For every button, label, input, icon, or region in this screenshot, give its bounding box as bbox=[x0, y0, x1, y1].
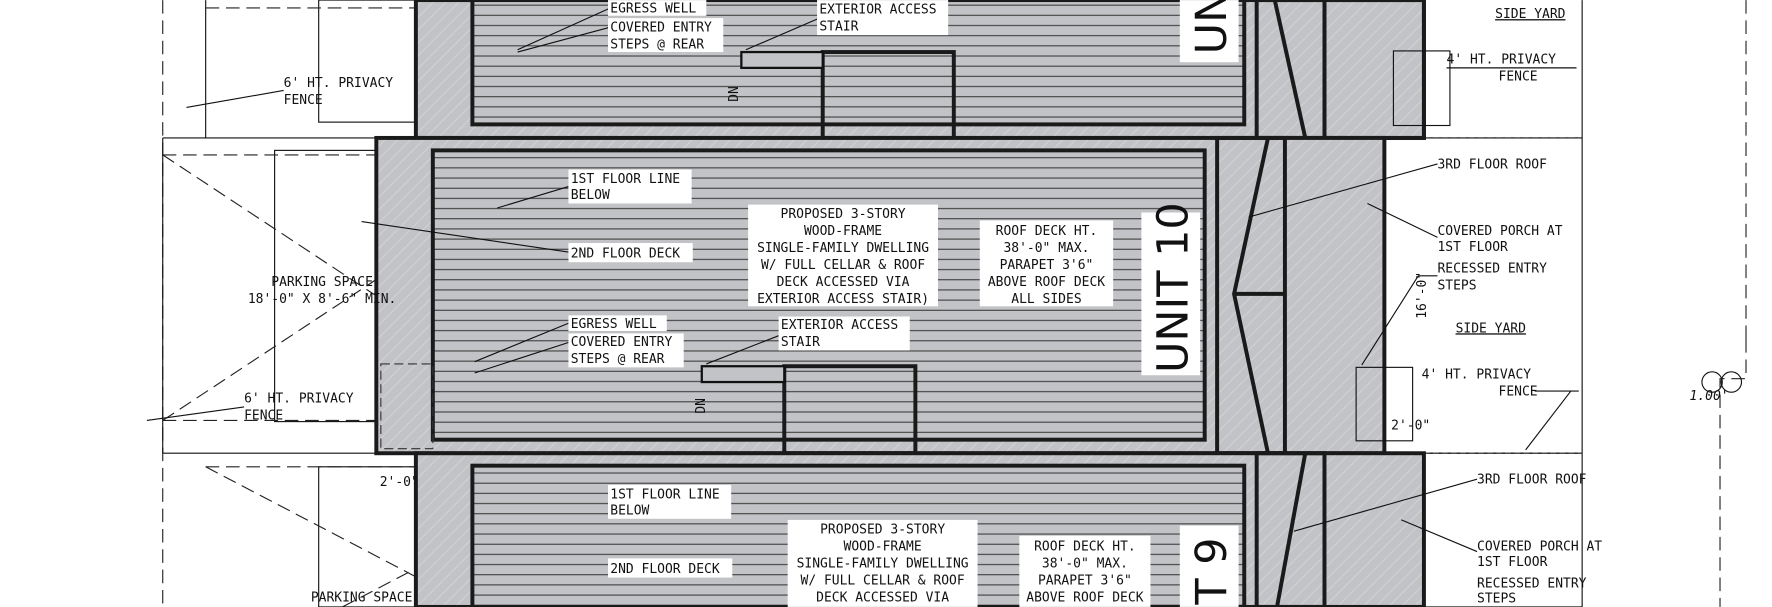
proposed-line-1: PROPOSED 3-STORY bbox=[781, 207, 906, 222]
proposed-line-3: SINGLE-FAMILY DWELLING bbox=[757, 241, 929, 256]
covered-entry-label-2: STEPS @ REAR bbox=[571, 352, 665, 367]
dim-16ft: 16'-0" bbox=[1415, 272, 1430, 319]
proposed-bottom-5: DECK ACCESSED VIA bbox=[816, 590, 949, 605]
recessed-entry-2: STEPS bbox=[1437, 278, 1476, 293]
recessed-entry: RECESSED ENTRY bbox=[1437, 261, 1547, 276]
roofdeck-bottom-2: 38'-0" MAX. bbox=[1042, 556, 1128, 571]
unit-10-notes: 1ST FLOOR LINE BELOW 2ND FLOOR DECK PROP… bbox=[568, 169, 1114, 414]
exterior-stair-label: EXTERIOR ACCESS bbox=[781, 318, 898, 333]
dim-2ft-left: 2'-0" bbox=[380, 475, 419, 490]
first-floor-line-label: 1ST FLOOR LINE bbox=[571, 172, 680, 187]
covered-entry-top: COVERED ENTRY bbox=[610, 21, 712, 36]
first-floor-below-label: BELOW bbox=[571, 188, 610, 203]
roofdeck-bottom-1: ROOF DECK HT. bbox=[1034, 539, 1136, 554]
unit-10: UNIT 10 bbox=[374, 135, 1387, 456]
leader-lines bbox=[146, 7, 1579, 553]
fence-6ft-middle-2: FENCE bbox=[244, 408, 283, 423]
third-floor-roof-bottom: 3RD FLOOR ROOF bbox=[1477, 473, 1587, 488]
fence-lines bbox=[162, 0, 1583, 607]
centerline-symbol-2 bbox=[1720, 371, 1743, 393]
right-side-notes: SIDE YARD 4' HT. PRIVACY FENCE 3RD FLOOR… bbox=[1355, 7, 1602, 606]
unit-top-notes: EGRESS WELL COVERED ENTRY STEPS @ REAR E… bbox=[607, 0, 949, 102]
exterior-stair-top: EXTERIOR ACCESS bbox=[819, 3, 936, 18]
proposed-line-4: W/ FULL CELLAR & ROOF bbox=[761, 258, 925, 273]
second-floor-deck-bottom: 2ND FLOOR DECK bbox=[610, 562, 720, 577]
roofdeck-line-3: PARAPET 3'6" bbox=[1000, 258, 1094, 273]
unit-9-notes: 1ST FLOOR LINE BELOW 2ND FLOOR DECK PROP… bbox=[607, 484, 1151, 607]
parking-size-label: 18'-0" X 8'-6" MIN. bbox=[248, 292, 397, 307]
roofdeck-line-2: 38'-0" MAX. bbox=[1003, 241, 1089, 256]
roofdeck-bottom-4: ABOVE ROOF DECK bbox=[1026, 590, 1143, 605]
unit-9-label: T 9 bbox=[1187, 537, 1237, 605]
fence-6ft-middle: 6' HT. PRIVACY bbox=[244, 391, 354, 406]
roofdeck-line-4: ABOVE ROOF DECK bbox=[988, 275, 1105, 290]
fence-4ft-top-2: FENCE bbox=[1499, 69, 1538, 84]
proposed-bottom-1: PROPOSED 3-STORY bbox=[820, 522, 945, 537]
dim-2ft-right: 2'-0" bbox=[1391, 419, 1430, 434]
covered-entry-top-2: STEPS @ REAR bbox=[610, 38, 704, 53]
proposed-line-5: DECK ACCESSED VIA bbox=[777, 275, 910, 290]
egress-well-top: EGRESS WELL bbox=[610, 1, 696, 16]
fence-4ft-middle-2: FENCE bbox=[1499, 385, 1538, 400]
exterior-stair-label-2: STAIR bbox=[781, 335, 820, 350]
roofdeck-line-5: ALL SIDES bbox=[1011, 292, 1081, 307]
covered-porch: COVERED PORCH AT bbox=[1437, 224, 1562, 239]
side-yard-middle: SIDE YARD bbox=[1456, 321, 1527, 336]
first-floor-line-bottom: 1ST FLOOR LINE bbox=[610, 487, 719, 502]
third-floor-roof: 3RD FLOOR ROOF bbox=[1437, 157, 1547, 172]
dn-label-top: DN bbox=[727, 86, 742, 102]
exterior-stair-top-2: STAIR bbox=[819, 20, 858, 35]
unit-top-label: UN bbox=[1187, 0, 1237, 54]
covered-entry-label: COVERED ENTRY bbox=[571, 335, 673, 350]
centerline-right bbox=[1719, 0, 1747, 607]
covered-porch-bottom: COVERED PORCH AT bbox=[1477, 539, 1602, 554]
fence-6ft-top: 6' HT. PRIVACY bbox=[284, 76, 394, 91]
fence-6ft-top-2: FENCE bbox=[284, 93, 323, 108]
proposed-bottom-4: W/ FULL CELLAR & ROOF bbox=[801, 573, 965, 588]
first-floor-below-bottom: BELOW bbox=[610, 503, 649, 518]
roofdeck-line-1: ROOF DECK HT. bbox=[996, 224, 1098, 239]
covered-porch-2: 1ST FLOOR bbox=[1437, 240, 1508, 255]
recessed-entry-bottom-2: STEPS bbox=[1477, 591, 1516, 606]
fence-4ft-middle: 4' HT. PRIVACY bbox=[1422, 368, 1532, 383]
roofdeck-bottom-3: PARAPET 3'6" bbox=[1038, 573, 1132, 588]
centerline-symbol bbox=[1701, 371, 1723, 393]
dn-label: DN bbox=[694, 398, 709, 414]
proposed-bottom-3: SINGLE-FAMILY DWELLING bbox=[797, 556, 969, 571]
recessed-entry-bottom: RECESSED ENTRY bbox=[1477, 577, 1587, 592]
fence-4ft-top: 4' HT. PRIVACY bbox=[1447, 52, 1557, 67]
unit-10-label: UNIT 10 bbox=[1149, 202, 1199, 373]
proposed-bottom-2: WOOD-FRAME bbox=[844, 539, 922, 554]
parking-label: PARKING SPACE bbox=[271, 275, 373, 290]
centerline-label: 1.00' bbox=[1690, 389, 1729, 404]
side-yard-top: SIDE YARD bbox=[1495, 7, 1566, 22]
proposed-line-6: EXTERIOR ACCESS STAIR) bbox=[757, 292, 929, 307]
egress-well-label: EGRESS WELL bbox=[571, 317, 657, 332]
proposed-line-2: WOOD-FRAME bbox=[804, 224, 882, 239]
covered-porch-bottom-2: 1ST FLOOR bbox=[1477, 555, 1548, 570]
parking-label-bottom: PARKING SPACE bbox=[311, 590, 413, 605]
second-floor-deck-label: 2ND FLOOR DECK bbox=[571, 247, 681, 262]
